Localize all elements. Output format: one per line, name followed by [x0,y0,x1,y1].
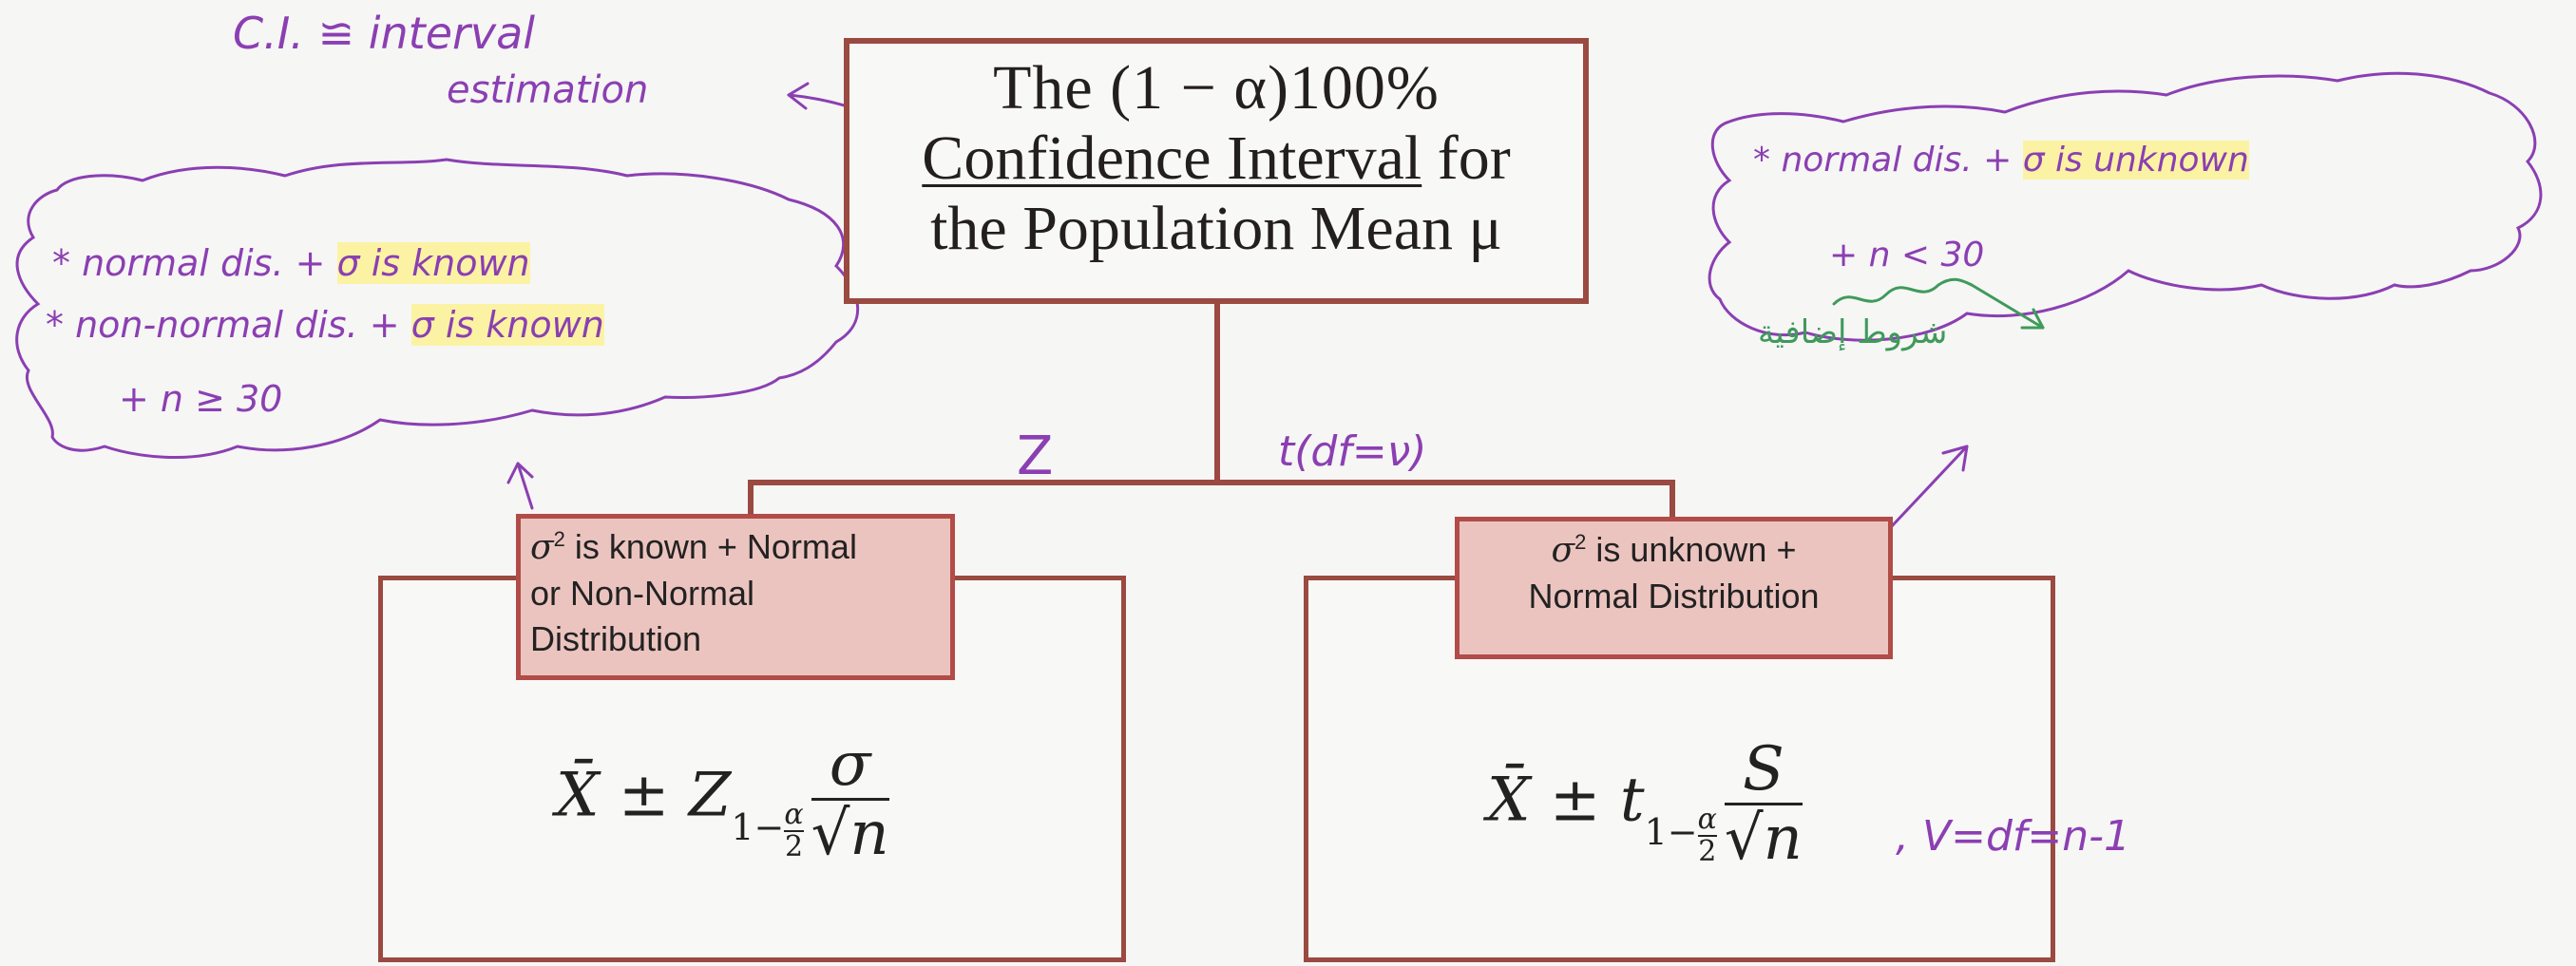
right-formula-alpha: α [1697,803,1717,837]
right-formula-two: 2 [1698,834,1717,868]
right-cloud-arrow-head [1941,445,1969,472]
right-cloud-note-1: * normal dis. + σ is unknown [1753,141,2249,180]
left-cloud-note-3: + n ≥ 30 [119,378,283,420]
df-note: , V=df=n-1 [1896,812,2130,861]
right-formula-numerator: S [1724,736,1803,806]
left-formula-denominator: √n [811,799,889,870]
left-cloud-outline [15,158,860,459]
left-formula-lhs: X̄ ± Z [556,760,732,831]
right-cloud-highlight: σ is unknown [2022,141,2249,180]
left-cloud-highlight-1: σ is known [336,242,530,284]
right-formula-box [1304,576,2055,962]
root-subject: the Population Mean μ [930,193,1502,263]
root-subtitle-underlined: Confidence Interval [922,123,1422,193]
right-cloud-note-2: + n < 30 [1829,236,1985,275]
left-condition-line1: σ2 is known + Normal [530,527,857,567]
ci-note-line1: C.I. ≌ interval [233,8,536,59]
right-formula-sub-prefix: 1− [1644,811,1698,854]
right-cloud-arrow [1889,445,1969,529]
green-arrow [1970,283,2045,330]
right-condition-line2: Normal Distribution [1528,577,1820,616]
left-formula-numerator: σ [811,731,889,802]
root-subtitle: Confidence Interval for [849,123,1583,194]
right-formula-lhs: X̄ ± t [1487,765,1645,836]
right-cloud-outline [1708,71,2543,342]
root-box: The (1 − α)100% Confidence Interval for … [844,38,1589,304]
left-condition-label: σ2 is known + Normal or Non-Normal Distr… [516,514,955,680]
left-cloud-highlight-2: σ is known [410,304,604,346]
right-condition-label: σ2 is unknown + Normal Distribution [1455,517,1893,659]
root-subtitle-tail: for [1422,123,1511,193]
left-cloud-arrow-head [506,462,534,484]
right-condition-line1: σ2 is unknown + [1551,530,1797,570]
right-formula-denominator: √n [1724,804,1803,875]
right-condition-sup: 2 [1574,530,1587,554]
left-formula-alpha: α [784,798,804,832]
green-arrow-head [2020,308,2045,330]
root-title: The (1 − α)100% [993,53,1440,123]
branch-t-label: t(df=ν) [1278,427,1427,476]
left-condition-line2: or Non-Normal [530,574,755,614]
branch-z-label: Z [1017,426,1054,487]
ci-note-arrow-head [787,82,810,110]
left-condition-text1: is known + Normal [564,527,857,566]
left-formula-fraction: σ√n [811,731,889,868]
right-condition-text1: is unknown + [1586,530,1797,569]
green-squiggle [1832,277,1974,306]
arabic-note: شروط إضافية [1758,313,1948,351]
ci-note-line2: estimation [447,68,649,112]
right-formula-fraction: S√n [1724,736,1803,875]
left-cloud-note-2: * non-normal dis. + σ is known [46,304,604,346]
left-cloud-arrow [516,462,534,510]
left-cloud-note-1: * normal dis. + σ is known [52,242,530,284]
left-condition-line3: Distribution [530,619,702,659]
left-formula-two: 2 [784,829,804,863]
left-formula-sub-prefix: 1− [731,806,785,849]
left-condition-sup: 2 [553,527,565,551]
